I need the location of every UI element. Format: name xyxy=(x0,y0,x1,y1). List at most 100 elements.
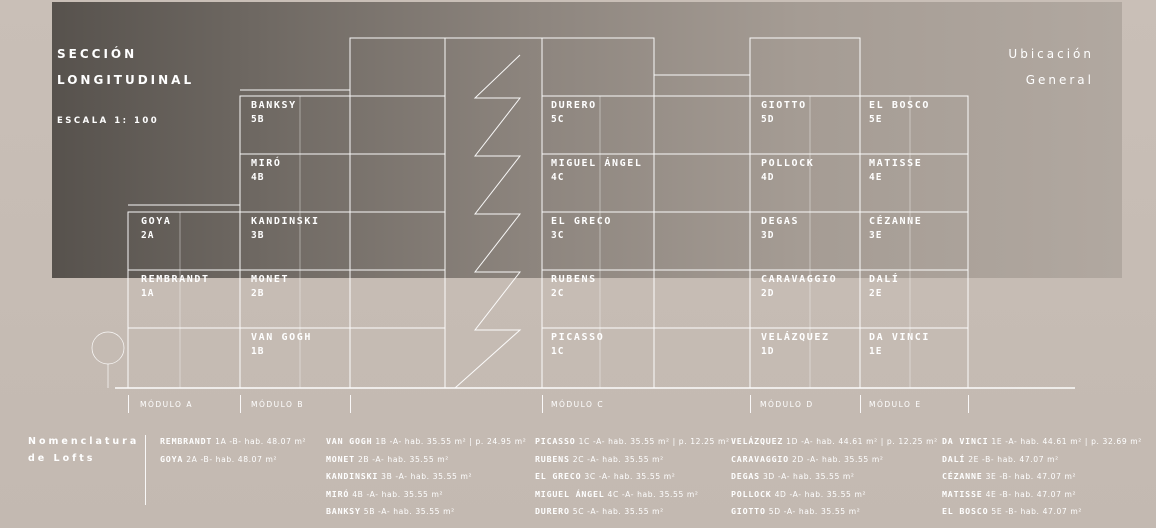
unit-code: 3E xyxy=(869,230,883,241)
loft-name: POLLOCK xyxy=(731,488,772,499)
loft-detail: 1A -B- hab. 48.07 m² xyxy=(212,437,307,446)
loft-name: DEGAS xyxy=(731,471,760,481)
module-divider xyxy=(542,395,543,413)
unit-code: 1E xyxy=(869,346,883,357)
unit-name: CÉZANNE xyxy=(869,216,923,227)
location-title: Ubicación General xyxy=(1008,47,1094,87)
unit-name: VAN GOGH xyxy=(251,332,312,343)
loft-detail: 5B -A- hab. 35.55 m² xyxy=(360,507,455,516)
loft-detail: 5E -B- hab. 47.07 m² xyxy=(988,507,1082,516)
loft-name: CÉZANNE xyxy=(942,471,983,481)
loft-name: KANDINSKI xyxy=(326,471,379,481)
unit-name: POLLOCK xyxy=(761,158,815,169)
loft-name: VELÁZQUEZ xyxy=(731,436,784,446)
loft-detail: 5D -A- hab. 35.55 m² xyxy=(765,507,861,516)
module-label-d: MÓDULO D xyxy=(760,400,814,409)
loft-detail: 2D -A- hab. 35.55 m² xyxy=(788,454,884,464)
nomenclature-row: KANDINSKI 3B -A- hab. 35.55 m² xyxy=(326,468,526,486)
nomenclature-column: PICASSO 1C -A- hab. 35.55 m² | p. 12.25 … xyxy=(535,433,730,521)
loft-detail: 5C -A- hab. 35.55 m² xyxy=(569,507,664,516)
nomenclature-row: EL GRECO 3C -A- hab. 35.55 m² xyxy=(535,468,730,486)
loft-detail: 2B -A- hab. 35.55 m² xyxy=(354,454,449,464)
nomenclature-row: DURERO 5C -A- hab. 35.55 m² xyxy=(535,503,730,521)
loft-name: GOYA xyxy=(160,453,184,464)
loft-name: VAN GOGH xyxy=(326,436,373,446)
nomenclature-row: DALÍ 2E -B- hab. 47.07 m² xyxy=(942,451,1142,469)
unit-code: 1B xyxy=(251,346,265,357)
nomenclature-row: MONET 2B -A- hab. 35.55 m² xyxy=(326,451,526,469)
module-divider xyxy=(128,395,129,413)
loft-detail: 1B -A- hab. 35.55 m² | p. 24.95 m² xyxy=(372,437,527,446)
loft-name: RUBENS xyxy=(535,453,570,464)
loft-detail: 1D -A- hab. 44.61 m² | p. 12.25 m² xyxy=(783,437,938,446)
loft-detail: 3C -A- hab. 35.55 m² xyxy=(581,472,676,481)
unit-name: MONET xyxy=(251,274,290,285)
unit-code: 1A xyxy=(141,288,155,299)
loft-name: DALÍ xyxy=(942,453,966,464)
loft-name: MIGUEL ÁNGEL xyxy=(535,488,605,499)
unit-code: 5E xyxy=(869,114,883,125)
nomenclature-row: MIRÓ 4B -A- hab. 35.55 m² xyxy=(326,486,526,504)
loft-detail: 3B -A- hab. 35.55 m² xyxy=(378,472,473,481)
nomenclature-row: PICASSO 1C -A- hab. 35.55 m² | p. 12.25 … xyxy=(535,433,730,451)
unit-name: PICASSO xyxy=(551,332,605,343)
nomenclature-row: MIGUEL ÁNGEL 4C -A- hab. 35.55 m² xyxy=(535,486,730,504)
unit-code: 2C xyxy=(551,288,565,299)
loft-detail: 1C -A- hab. 35.55 m² | p. 12.25 m² xyxy=(575,437,730,446)
nomenclature-divider xyxy=(145,435,146,505)
unit-name: CARAVAGGIO xyxy=(761,274,838,285)
loft-detail: 3E -B- hab. 47.07 m² xyxy=(982,472,1077,481)
nomenclature-row: DEGAS 3D -A- hab. 35.55 m² xyxy=(731,468,938,486)
unit-name: BANKSY xyxy=(251,100,297,111)
unit-code: 2A xyxy=(141,230,155,241)
nomenclature-column: VELÁZQUEZ 1D -A- hab. 44.61 m² | p. 12.2… xyxy=(731,433,938,521)
module-label-c: MÓDULO C xyxy=(551,400,605,409)
loft-name: CARAVAGGIO xyxy=(731,453,789,464)
nomenclature-row: GOYA 2A -B- hab. 48.07 m² xyxy=(160,451,306,469)
unit-name: DA VINCI xyxy=(869,332,930,343)
unit-code: 3C xyxy=(551,230,565,241)
loft-detail: 3D -A- hab. 35.55 m² xyxy=(759,472,855,481)
loft-detail: 4D -A- hab. 35.55 m² xyxy=(771,489,867,499)
loft-name: PICASSO xyxy=(535,436,576,446)
section-title: SECCIÓN LONGITUDINAL xyxy=(57,47,195,87)
nomenclature-row: CÉZANNE 3E -B- hab. 47.07 m² xyxy=(942,468,1142,486)
unit-name: EL GRECO xyxy=(551,216,612,227)
loft-name: DURERO xyxy=(535,506,570,516)
nomenclature-row: CARAVAGGIO 2D -A- hab. 35.55 m² xyxy=(731,451,938,469)
nomenclature-row: MATISSE 4E -B- hab. 47.07 m² xyxy=(942,486,1142,504)
loft-detail: 4C -A- hab. 35.55 m² xyxy=(604,489,699,499)
unit-name: KANDINSKI xyxy=(251,216,320,227)
unit-name: MIGUEL ÁNGEL xyxy=(551,158,643,169)
title-band xyxy=(52,2,1122,278)
unit-code: 3D xyxy=(761,230,775,241)
module-divider xyxy=(860,395,861,413)
nomenclature-row: REMBRANDT 1A -B- hab. 48.07 m² xyxy=(160,433,306,451)
unit-name: REMBRANDT xyxy=(141,274,210,285)
unit-code: 4D xyxy=(761,172,775,183)
unit-code: 4B xyxy=(251,172,265,183)
unit-code: 2B xyxy=(251,288,265,299)
loft-name: MATISSE xyxy=(942,488,983,499)
loft-name: REMBRANDT xyxy=(160,436,213,446)
loft-name: MONET xyxy=(326,453,355,464)
loft-detail: 4E -B- hab. 47.07 m² xyxy=(982,489,1077,499)
unit-code: 1D xyxy=(761,346,775,357)
nomenclature-row: VAN GOGH 1B -A- hab. 35.55 m² | p. 24.95… xyxy=(326,433,526,451)
unit-code: 4E xyxy=(869,172,883,183)
loft-name: DA VINCI xyxy=(942,436,989,446)
nomenclature-row: POLLOCK 4D -A- hab. 35.55 m² xyxy=(731,486,938,504)
unit-code: 5C xyxy=(551,114,565,125)
unit-name: DEGAS xyxy=(761,216,800,227)
loft-detail: 4B -A- hab. 35.55 m² xyxy=(349,489,444,499)
loft-detail: 2A -B- hab. 48.07 m² xyxy=(183,454,278,464)
scale-label: ESCALA 1: 100 xyxy=(57,116,160,126)
nomenclature-column: VAN GOGH 1B -A- hab. 35.55 m² | p. 24.95… xyxy=(326,433,526,521)
loft-name: BANKSY xyxy=(326,506,361,516)
loft-detail: 2E -B- hab. 47.07 m² xyxy=(965,454,1059,464)
module-divider xyxy=(350,395,351,413)
unit-name: MATISSE xyxy=(869,158,923,169)
